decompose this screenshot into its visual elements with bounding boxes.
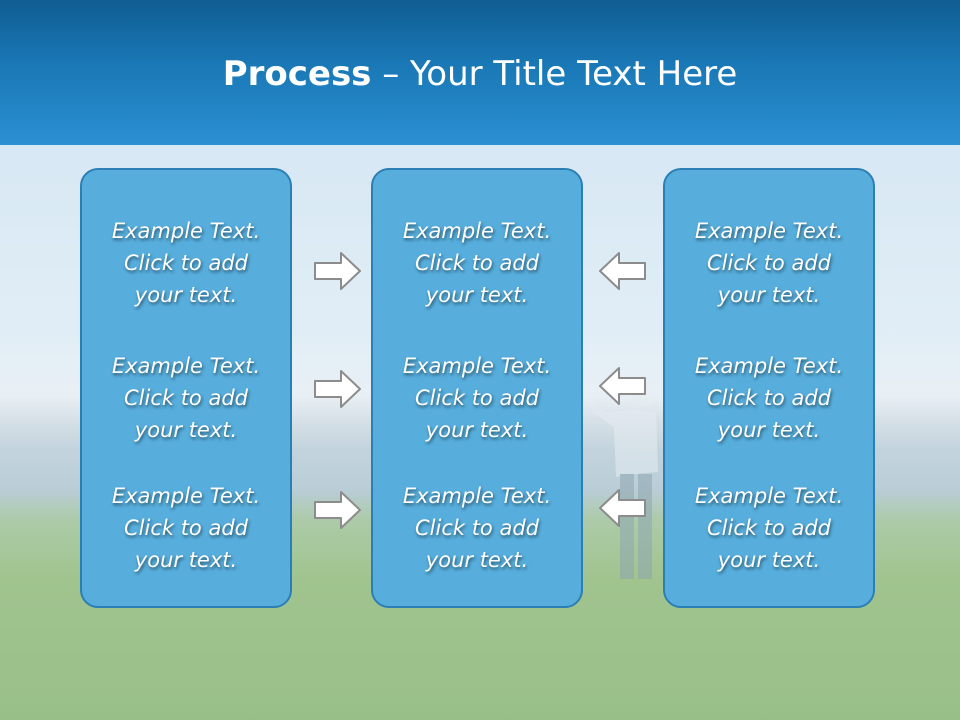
arrow-left-icon [599,252,646,290]
arrow-right-icon [314,491,361,529]
arrow-left-icon [599,367,646,405]
arrow-right-icon [314,252,361,290]
person-silhouette [588,386,658,579]
arrow-right-icon [314,370,361,408]
title-rest: – Your Title Text Here [371,54,738,94]
arrow-left-icon [599,489,646,527]
slide-title[interactable]: Process – Your Title Text Here [0,52,960,96]
title-bold: Process [222,54,372,94]
title-bar: Process – Your Title Text Here [0,0,960,145]
